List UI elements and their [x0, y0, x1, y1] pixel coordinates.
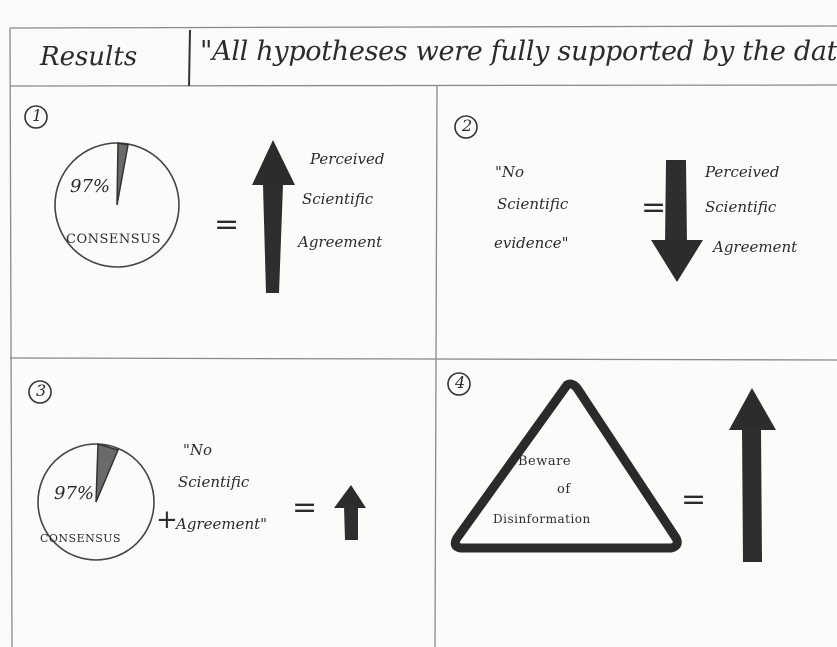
panel-1-equals: =	[214, 207, 240, 242]
panel-2-number-circle	[454, 115, 478, 139]
middle-divider	[9, 357, 837, 361]
panel-1-outcome-line-3: Agreement	[298, 233, 383, 251]
panel-3-pie-chart	[37, 443, 155, 561]
header-divider	[9, 84, 837, 87]
header-label: Results	[40, 42, 138, 72]
panel-4-number: 4	[455, 373, 466, 392]
panel-2-quote-line-2: Scientific	[497, 195, 569, 213]
panel-2-number: 2	[462, 116, 473, 135]
panel-3-pie-caption: CONSENSUS	[40, 532, 122, 545]
panel-1-pie-percent: 97%	[70, 176, 111, 197]
panel-1-outcome-line-2: Scientific	[302, 190, 374, 208]
panel-2-outcome-line-3: Agreement	[713, 238, 798, 256]
panel-4-warning-line-3: Disinformation	[493, 512, 591, 526]
panel-2-down-arrow-icon	[651, 160, 703, 282]
panel-3-equals: =	[292, 490, 318, 525]
panel-3-number: 3	[36, 381, 47, 400]
panel-1-pie-chart	[54, 142, 180, 268]
panel-1-number-circle	[24, 105, 48, 129]
header-quote: "All hypotheses were fully supported by …	[200, 36, 837, 67]
vertical-divider	[434, 85, 438, 647]
panel-2-quote-line-3: evidence"	[494, 234, 569, 252]
panel-4-warning-line-1: Beware	[518, 454, 572, 469]
panel-2-outcome-line-2: Scientific	[705, 198, 777, 216]
panel-3-quote-line-3: Agreement"	[176, 515, 268, 533]
panel-4-warning-line-2: of	[557, 482, 571, 497]
left-border	[9, 27, 13, 647]
panel-2-equals: =	[641, 190, 667, 225]
panel-3-number-circle	[28, 380, 52, 404]
panel-1-up-arrow-icon	[252, 140, 295, 293]
panel-2-outcome-line-1: Perceived	[705, 163, 780, 181]
panel-grid	[9, 25, 837, 647]
panel-1-outcome-line-1: Perceived	[310, 150, 385, 168]
panel-4-equals: =	[681, 482, 707, 517]
panel-1-pie-caption: CONSENSUS	[66, 232, 162, 247]
panel-4-warning-triangle-icon	[450, 379, 682, 553]
panel-3-up-arrow-icon	[334, 485, 366, 540]
header-separator	[188, 29, 191, 87]
panel-1-number: 1	[32, 106, 43, 125]
panel-2-quote-line-1: "No	[495, 163, 525, 181]
top-border	[9, 25, 837, 29]
panel-4-number-circle	[447, 372, 471, 396]
panel-3-quote-line-1: "No	[183, 441, 213, 459]
panel-3-plus: +	[156, 505, 178, 535]
panel-4-up-arrow-icon	[729, 388, 776, 562]
panel-3-pie-percent: 97%	[54, 483, 95, 504]
panel-3-quote-line-2: Scientific	[178, 473, 250, 491]
